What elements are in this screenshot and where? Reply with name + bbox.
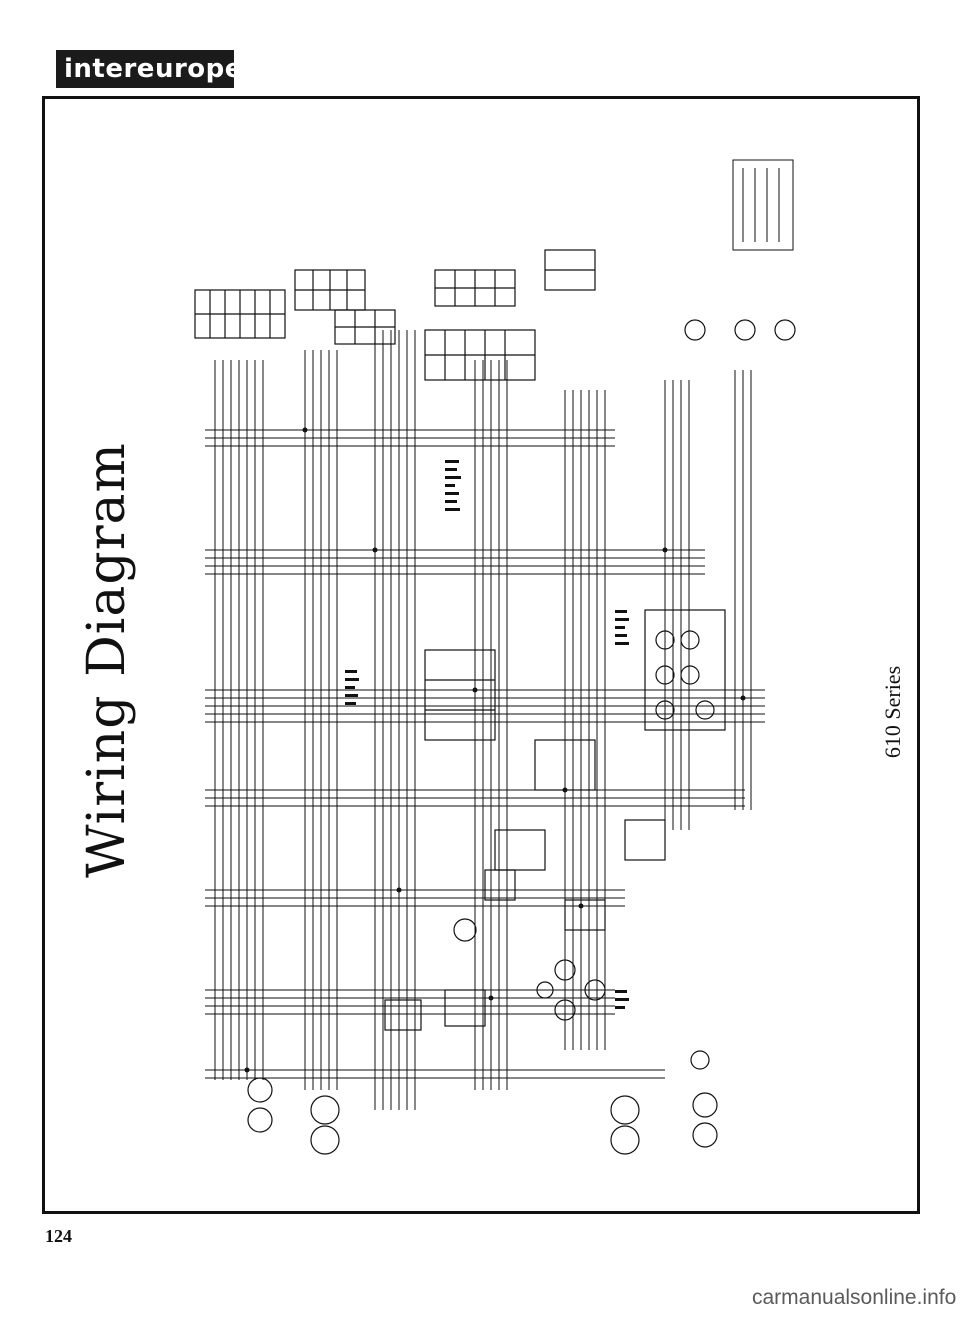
connector-blocks — [194, 249, 726, 1031]
color-code-legend — [732, 159, 794, 251]
splice-points — [244, 427, 746, 1073]
wire-code-marks — [345, 460, 629, 1009]
diagram-frame — [42, 96, 920, 1214]
page-title: Wiring Diagram — [77, 442, 137, 878]
series-label: 610 Series — [880, 665, 905, 759]
lamp-symbols — [247, 319, 796, 1155]
watermark-text: carmanualsonline.info — [752, 1286, 957, 1309]
intereurope-logo: intereurope — [56, 50, 242, 88]
wiring-diagram — [194, 159, 796, 1155]
logo-text: intereurope — [64, 54, 243, 84]
wire-bundle — [214, 330, 752, 1110]
page-number: 124 — [45, 1226, 72, 1246]
